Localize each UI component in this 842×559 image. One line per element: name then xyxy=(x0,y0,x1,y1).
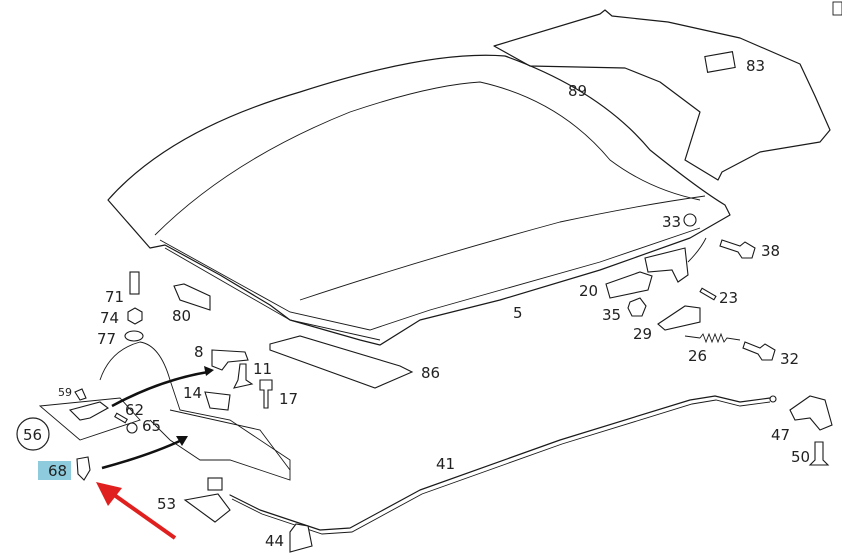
part-44-clip xyxy=(289,523,313,553)
label-68[interactable]: 68 xyxy=(48,462,67,480)
part-77-washer xyxy=(124,330,144,342)
label-26[interactable]: 26 xyxy=(688,347,707,365)
label-53[interactable]: 53 xyxy=(157,495,176,513)
label-8[interactable]: 8 xyxy=(194,343,204,361)
part-labels: 83 89 33 38 5 20 23 35 29 26 32 71 74 77… xyxy=(23,57,810,550)
part-86-strip xyxy=(269,335,414,389)
part-56-latch xyxy=(68,401,110,421)
part-59-screw xyxy=(74,388,87,401)
release-cable xyxy=(229,395,771,531)
insulation-mat xyxy=(493,9,831,181)
label-11[interactable]: 11 xyxy=(253,360,272,378)
part-53-bracket xyxy=(183,493,231,523)
label-89[interactable]: 89 xyxy=(568,82,587,100)
label-50[interactable]: 50 xyxy=(791,448,810,466)
part-32-bolt xyxy=(742,341,776,361)
highlight-68 xyxy=(38,461,71,480)
label-41[interactable]: 41 xyxy=(436,455,455,473)
label-35[interactable]: 35 xyxy=(602,306,621,324)
label-32[interactable]: 32 xyxy=(780,350,799,368)
part-71-bolt xyxy=(129,271,140,295)
part-65-nut xyxy=(126,422,138,434)
part-74-nut xyxy=(127,307,143,325)
part-23-pin xyxy=(699,287,717,301)
part-53-connector xyxy=(207,477,223,491)
label-17[interactable]: 17 xyxy=(279,390,298,408)
hood xyxy=(107,54,731,346)
label-59[interactable]: 59 xyxy=(58,386,72,399)
label-44[interactable]: 44 xyxy=(265,532,284,550)
corner-icon[interactable] xyxy=(832,1,842,16)
part-80-bracket xyxy=(173,283,211,311)
part-8-hinge xyxy=(211,349,249,371)
part-50-bolt xyxy=(808,441,830,466)
part-47-lock xyxy=(789,395,833,431)
label-80[interactable]: 80 xyxy=(172,307,191,325)
label-20[interactable]: 20 xyxy=(579,282,598,300)
label-38[interactable]: 38 xyxy=(761,242,780,260)
part-35-nut xyxy=(627,297,647,317)
label-71[interactable]: 71 xyxy=(105,288,124,306)
part-56-callout-circle xyxy=(16,417,50,451)
red-pointer-arrow-icon xyxy=(96,482,177,540)
label-56[interactable]: 56 xyxy=(23,426,42,444)
part-14-bracket xyxy=(204,391,231,411)
hood-inner-panel xyxy=(99,341,291,481)
label-29[interactable]: 29 xyxy=(633,325,652,343)
label-47[interactable]: 47 xyxy=(771,426,790,444)
label-23[interactable]: 23 xyxy=(719,289,738,307)
part-20-hinge xyxy=(605,271,653,299)
label-77[interactable]: 77 xyxy=(97,330,116,348)
label-83[interactable]: 83 xyxy=(746,57,765,75)
part-38-bolt xyxy=(719,239,756,259)
part-hinge-bracket xyxy=(644,247,689,283)
label-33[interactable]: 33 xyxy=(662,213,681,231)
part-33-grommet xyxy=(683,213,697,227)
label-62[interactable]: 62 xyxy=(125,401,144,419)
part-62-pin xyxy=(114,412,128,424)
label-65[interactable]: 65 xyxy=(142,417,161,435)
leader-arrow-56-to-8 xyxy=(111,370,209,408)
label-86[interactable]: 86 xyxy=(421,364,440,382)
part-11-bolt xyxy=(232,363,254,389)
part-26-spring xyxy=(684,332,741,344)
leader-arrow-68 xyxy=(101,438,183,470)
part-17-bolt xyxy=(259,379,273,409)
part-68-clip xyxy=(76,456,91,481)
part-29-link xyxy=(657,305,701,331)
label-14[interactable]: 14 xyxy=(183,384,202,402)
leader-arrow-hinge xyxy=(687,237,707,263)
label-5[interactable]: 5 xyxy=(513,304,523,322)
label-74[interactable]: 74 xyxy=(100,309,119,327)
part-83-clip xyxy=(704,51,736,73)
